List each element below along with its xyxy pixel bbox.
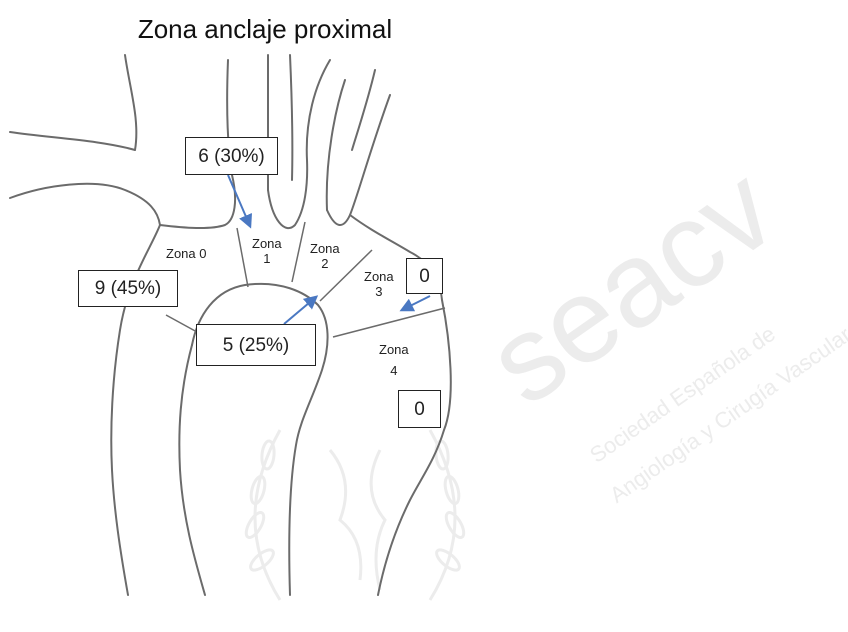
zona-0-count-box: 9 (45%) (78, 270, 178, 307)
seacv-watermark: seacv Sociedad Española de Angiología y … (243, 141, 848, 600)
zone-3-label: Zona 3 (364, 270, 394, 300)
zone-dividers (166, 222, 445, 337)
zona-4-count-box: 0 (398, 390, 441, 428)
zona-3-count-box: 0 (406, 258, 443, 294)
zone-4-label: Zona 4 (379, 340, 409, 382)
arrow-zona-3 (402, 296, 430, 310)
zone-2-label: Zona 2 (310, 242, 340, 272)
arrow-zona-2 (284, 297, 316, 324)
zona-2-count-box: 5 (25%) (196, 324, 316, 366)
zone-1-label: Zona 1 (252, 237, 282, 267)
zone-0-label: Zona 0 (166, 247, 206, 262)
zona-1-count-box: 6 (30%) (185, 137, 278, 175)
